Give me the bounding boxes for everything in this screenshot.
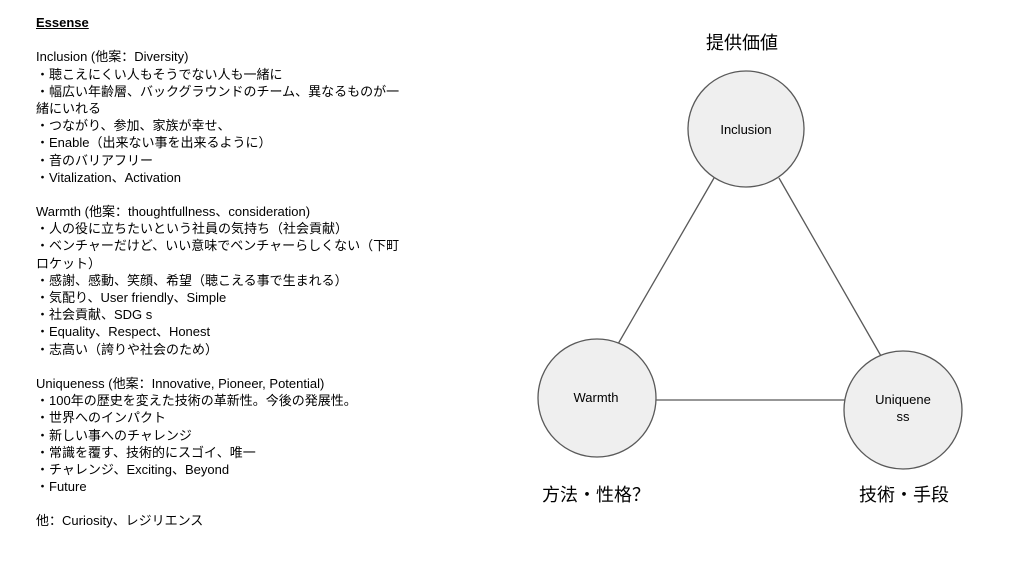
node-uniqueness-label-line1: Uniquene <box>875 392 931 407</box>
warmth-heading: Warmth (他案：thoughtfullness、consideration… <box>36 204 311 220</box>
edge-inclusion-uniqueness <box>778 177 882 357</box>
uniqueness-heading: Uniqueness (他案：Innovative, Pioneer, Pote… <box>36 375 325 391</box>
list-item: 緒にいれる <box>36 100 102 116</box>
notes-title: Essense <box>36 15 89 30</box>
list-item: ・人の役に立ちたいという社員の気持ち（社会貢献） <box>36 221 349 237</box>
node-inclusion: Inclusion <box>687 70 805 188</box>
edge-inclusion-warmth <box>617 177 715 345</box>
list-item: ・新しい事へのチャレンジ <box>36 427 192 443</box>
list-item: ・感謝、感動、笑顔、希望（聴こえる事で生まれる） <box>36 272 348 288</box>
node-inclusion-label: Inclusion <box>720 122 771 137</box>
list-item: ・常識を覆す、技術的にスゴイ、唯一 <box>36 444 256 460</box>
list-item: ・チャレンジ、Exciting、Beyond <box>36 461 230 477</box>
node-uniqueness-label-line2: ss <box>897 409 911 424</box>
list-item: ・志高い（誇りや社会のため） <box>36 341 219 357</box>
node-warmth-label: Warmth <box>573 390 618 405</box>
top-axis-label: 提供価値 <box>706 33 778 54</box>
list-item: ・音のバリアフリー <box>36 152 154 168</box>
list-item: ・世界へのインパクト <box>36 410 167 426</box>
list-item: ・Equality、Respect、Honest <box>36 324 211 340</box>
list-item: ・気配り、User friendly、Simple <box>36 290 227 305</box>
node-uniqueness: Uniquene ss <box>843 350 963 470</box>
list-item: ・社会貢献、SDG s <box>36 307 153 323</box>
inclusion-heading: Inclusion (他案：Diversity) <box>36 49 189 65</box>
list-item: ・聴こえにくい人もそうでない人も一緒に <box>36 66 283 82</box>
list-item: ・Future <box>36 479 87 495</box>
list-item: ・Vitalization、Activation <box>36 169 181 185</box>
node-warmth: Warmth <box>537 338 657 458</box>
list-item: ・幅広い年齢層、バックグラウンドのチーム、異なるものが一 <box>36 83 400 99</box>
list-item: ・ベンチャーだけど、いい意味でベンチャーらしくない（下町 <box>36 238 400 254</box>
list-item: ・Enable（出来ない事を出来るように） <box>36 135 272 151</box>
left-axis-label: 方法・性格？ <box>542 485 650 506</box>
other-note: 他：Curiosity、レジリエンス <box>36 513 204 529</box>
list-item: ・100年の歴史を変えた技術の革新性。今後の発展性。 <box>36 393 357 409</box>
essence-notes: Essense Inclusion (他案：Diversity) ・聴こえにくい… <box>36 14 456 530</box>
list-item: ロケット） <box>36 255 102 271</box>
list-item: ・つながり、参加、家族が幸せ、 <box>36 118 231 134</box>
right-axis-label: 技術・手段 <box>859 485 949 506</box>
